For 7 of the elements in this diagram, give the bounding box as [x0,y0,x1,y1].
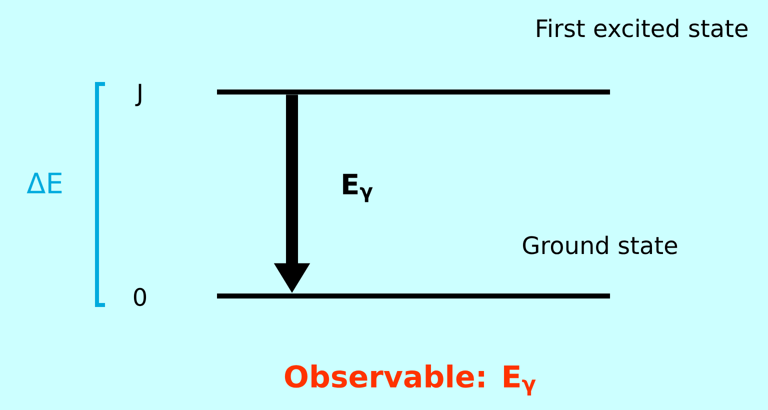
edge-label: E$_{γ}$ [343,174,373,202]
observable-label: Observable: E$_{γ}$ [284,364,536,396]
level-label: 0 [134,288,146,306]
delta-e-label: ΔE [26,172,62,194]
level-label: J [135,84,142,106]
state-label: Ground state [523,236,678,254]
state-label: First excited state [537,18,748,38]
